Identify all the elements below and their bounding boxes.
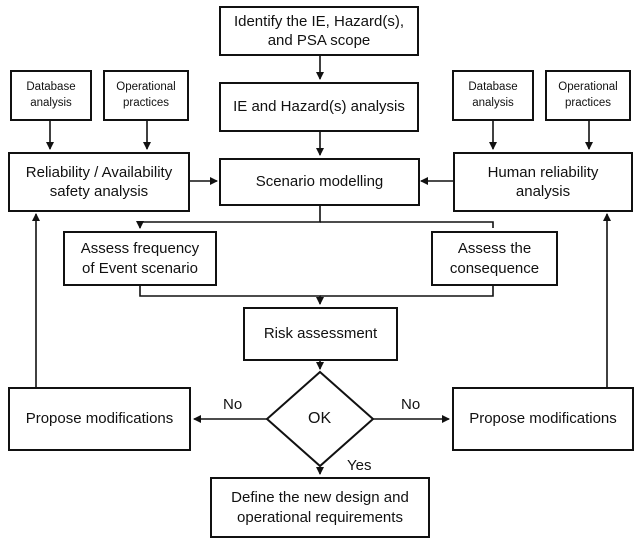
node-propose-modifications-left-text: Propose modifications (25, 410, 174, 428)
node-identify-scope: Identify the IE, Hazard(s), and PSA scop… (219, 6, 419, 56)
edge-frequency-merge (139, 286, 324, 305)
node-scenario-modelling: Scenario modelling (219, 158, 420, 206)
node-risk-assessment: Risk assessment (243, 307, 398, 361)
node-ie-hazard-analysis-text: IE and Hazard(s) analysis (233, 98, 405, 116)
decision-ok-label: OK (308, 410, 332, 427)
node-assess-consequence: Assess the consequence (431, 231, 558, 286)
edge-scenario-split-right (320, 221, 494, 228)
node-assess-consequence-text: Assess the consequence (449, 240, 540, 277)
node-propose-modifications-left: Propose modifications (8, 387, 191, 451)
node-database-analysis-right-text: Database analysis (468, 80, 518, 109)
node-database-analysis-left-text: Database analysis (26, 80, 76, 109)
node-database-analysis-left: Database analysis (10, 70, 92, 121)
node-propose-modifications-right: Propose modifications (452, 387, 634, 451)
node-assess-frequency: Assess frequency of Event scenario (63, 231, 217, 286)
decision-ok-diamond (265, 370, 375, 468)
edge-scenario-split (136, 206, 321, 229)
node-identify-scope-text: Identify the IE, Hazard(s), and PSA scop… (233, 12, 405, 50)
node-propose-modifications-right-text: Propose modifications (469, 410, 617, 428)
edge-label-yes: Yes (347, 457, 372, 474)
node-assess-frequency-text: Assess frequency of Event scenario (80, 240, 200, 277)
node-operational-practices-left: Operational practices (103, 70, 189, 121)
node-ie-hazard-analysis: IE and Hazard(s) analysis (219, 82, 419, 132)
node-operational-practices-right: Operational practices (545, 70, 631, 121)
node-operational-practices-left-text: Operational practices (116, 80, 176, 109)
edge-label-no-left: No (223, 396, 243, 413)
node-scenario-modelling-text: Scenario modelling (255, 173, 384, 191)
node-database-analysis-right: Database analysis (452, 70, 534, 121)
node-define-requirements-text: Define the new design and operational re… (231, 489, 409, 526)
node-human-reliability-text: Human reliability analysis (487, 163, 599, 201)
edge-consequence-merge (320, 286, 494, 297)
node-reliability-availability: Reliability / Availability safety analys… (8, 152, 190, 212)
node-operational-practices-right-text: Operational practices (558, 80, 618, 109)
node-risk-assessment-text: Risk assessment (263, 325, 378, 343)
node-reliability-availability-text: Reliability / Availability safety analys… (25, 163, 173, 201)
edge-label-no-right: No (401, 396, 421, 413)
node-human-reliability: Human reliability analysis (453, 152, 633, 212)
node-define-requirements: Define the new design and operational re… (210, 477, 430, 538)
